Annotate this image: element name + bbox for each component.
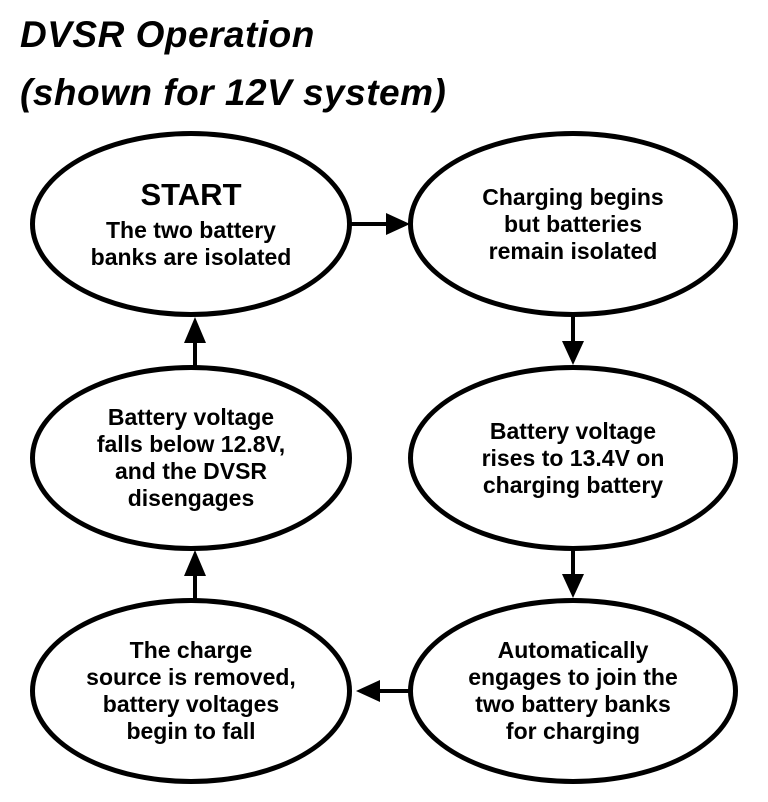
diagram-title: DVSR Operation (shown for 12V system) (20, 6, 446, 122)
node-dvsr-disengages: Battery voltage falls below 12.8V, and t… (30, 365, 352, 551)
diagram-title-line1: DVSR Operation (20, 14, 315, 55)
node-charging-begins: Charging begins but batteries remain iso… (408, 131, 738, 317)
node-start: START The two battery banks are isolated (30, 131, 352, 317)
node-auto-engages: Automatically engages to join the two ba… (408, 598, 738, 784)
arrow-removed-to-disengages-icon (184, 550, 206, 600)
node-start-heading: START (140, 176, 242, 212)
node-voltage-rises-body: Battery voltage rises to 13.4V on chargi… (481, 417, 665, 498)
arrow-charging-to-rises-icon (562, 315, 584, 365)
node-source-removed: The charge source is removed, battery vo… (30, 598, 352, 784)
arrow-engages-to-removed-icon (356, 680, 410, 702)
node-voltage-rises: Battery voltage rises to 13.4V on chargi… (408, 365, 738, 551)
node-charging-begins-body: Charging begins but batteries remain iso… (482, 183, 664, 264)
arrow-start-to-charging-icon (350, 213, 410, 235)
node-start-body: The two battery banks are isolated (90, 216, 292, 270)
arrow-rises-to-engages-icon (562, 548, 584, 598)
node-dvsr-disengages-body: Battery voltage falls below 12.8V, and t… (96, 404, 286, 511)
node-auto-engages-body: Automatically engages to join the two ba… (468, 637, 678, 744)
arrow-disengages-to-start-icon (184, 317, 206, 367)
node-source-removed-body: The charge source is removed, battery vo… (86, 637, 296, 744)
diagram-title-line2: (shown for 12V system) (20, 72, 447, 113)
